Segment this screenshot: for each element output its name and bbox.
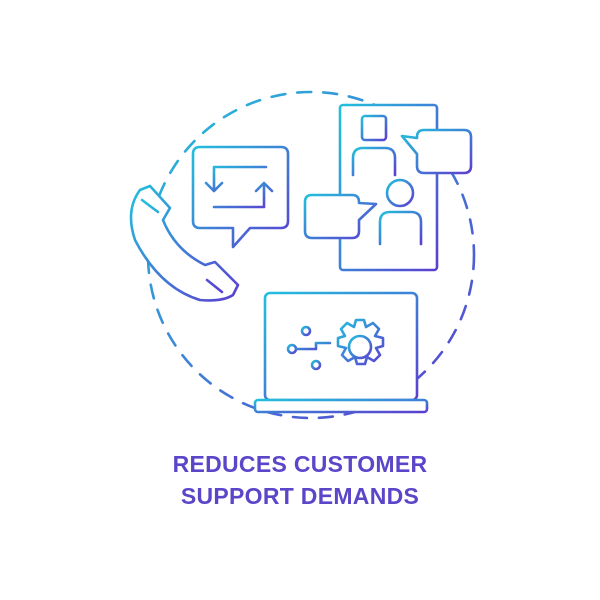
caption-line-1: REDUCES CUSTOMER	[172, 451, 428, 477]
dashed-circle	[146, 90, 476, 420]
laptop-gear-icon	[253, 291, 429, 414]
smartphone-video-chat-icon	[303, 103, 473, 272]
chat-bubble-exchange-icon	[191, 145, 290, 249]
caption-line-2: SUPPORT DEMANDS	[180, 483, 420, 509]
phone-handset-icon	[129, 184, 240, 302]
